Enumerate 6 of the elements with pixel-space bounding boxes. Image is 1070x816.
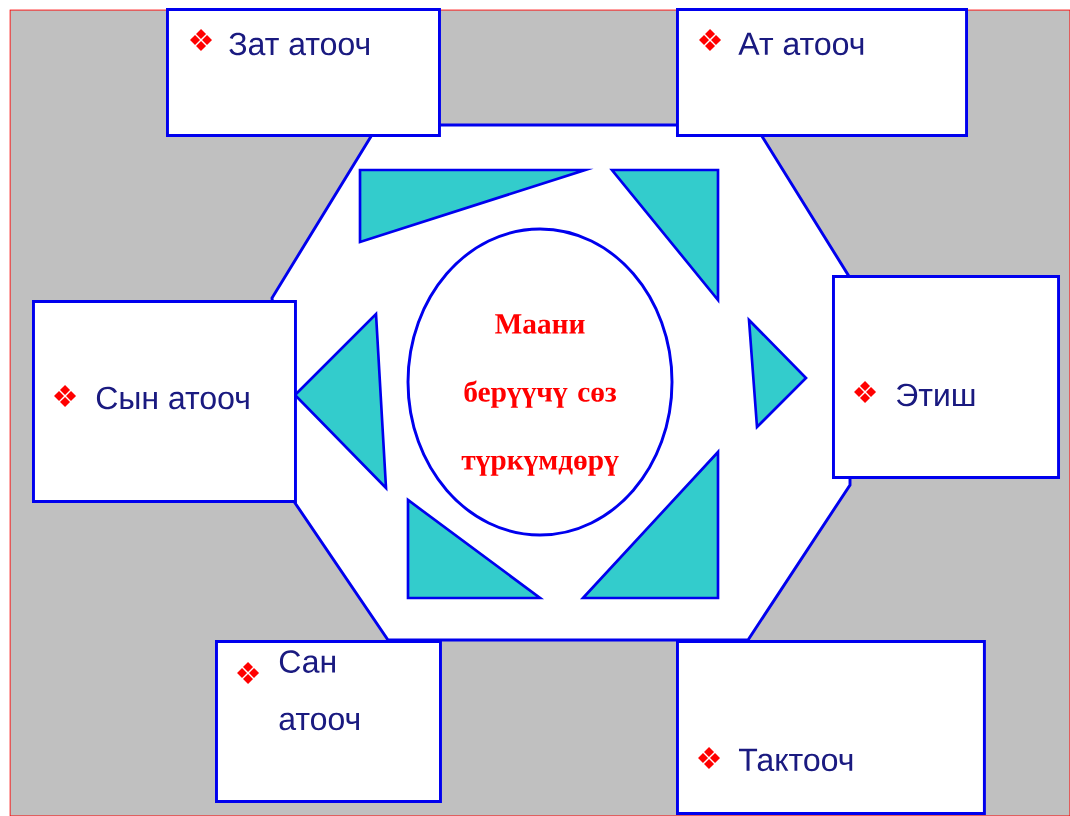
text-box: Ат атооч (676, 8, 968, 137)
text-box: Зат атооч (166, 8, 441, 137)
text-box: Сан атооч (215, 640, 442, 803)
text-box: Сын атооч (32, 300, 297, 503)
text-box: Этиш (832, 275, 1060, 479)
text-box: Тактооч (676, 640, 986, 815)
